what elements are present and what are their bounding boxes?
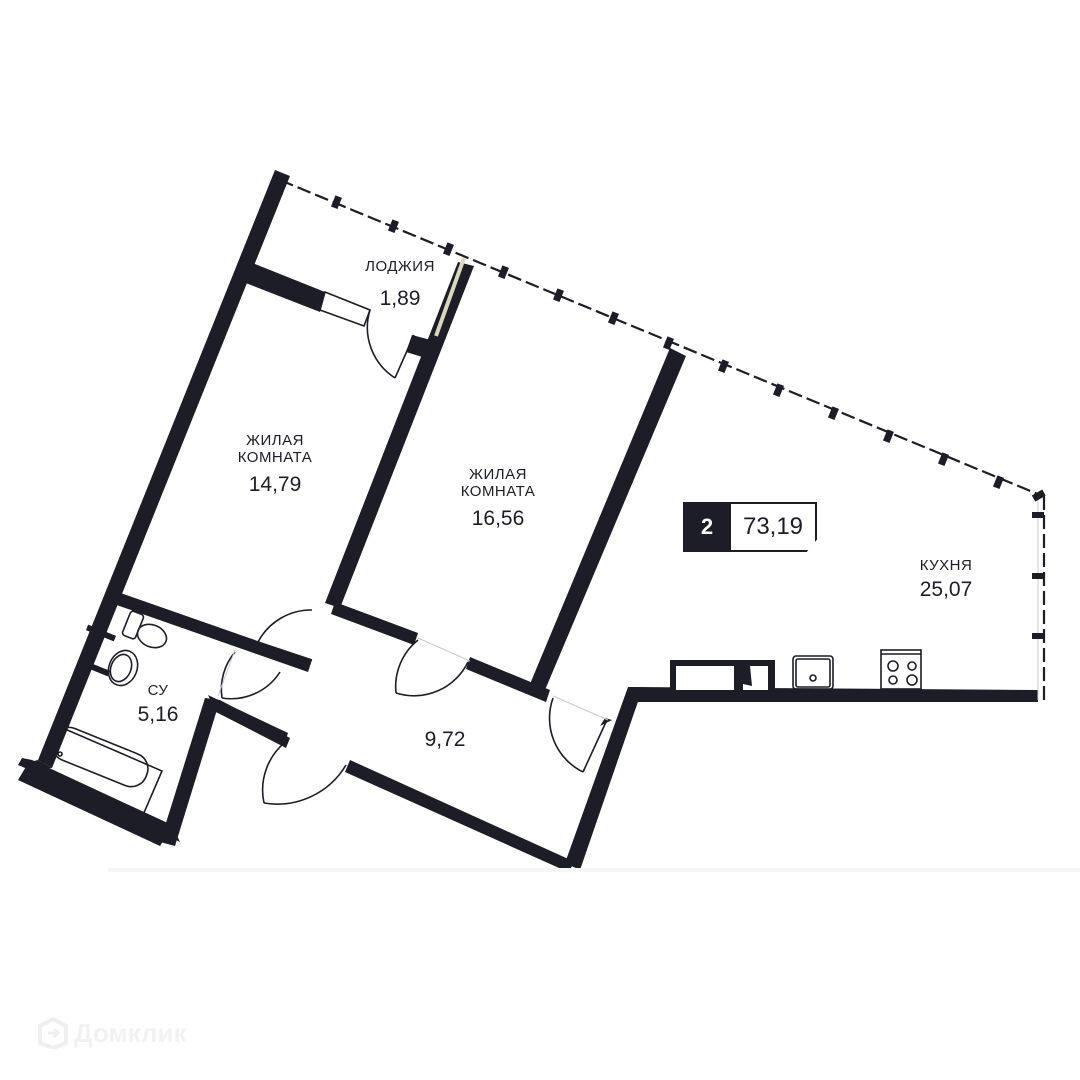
hall-right-wall [565, 687, 642, 870]
floor-baseline [108, 868, 1080, 872]
bathroom-door [217, 649, 281, 700]
room-name-line2: КОМНАТА [237, 449, 313, 467]
stove-icon [880, 649, 922, 690]
room-name-line1: ЖИЛАЯ [246, 432, 304, 449]
hall-bottom-wall [345, 760, 575, 872]
room-name: ЛОДЖИЯ [365, 258, 435, 275]
toilet-icon [121, 610, 168, 649]
panoramic-glazing [279, 178, 1041, 497]
room-label-loggia: ЛОДЖИЯ 1,89 [350, 258, 450, 311]
rooms-count: 2 [683, 502, 731, 552]
bathtub-icon [38, 724, 164, 817]
loggia-door [366, 309, 415, 379]
room2-door [394, 637, 471, 697]
brand-name: Домклик [74, 1017, 187, 1048]
room-name-line1: ЖИЛАЯ [469, 466, 527, 483]
room-label-living-room-2: ЖИЛАЯ КОМНАТА 16,56 [438, 466, 558, 531]
room-area: 1,89 [379, 287, 421, 311]
room-name: СУ [147, 682, 169, 699]
bathroom-right-wall [160, 698, 220, 846]
room-name-line2: КОМНАТА [460, 483, 536, 501]
kitchen-door [548, 695, 609, 773]
room-label-bathroom: СУ 5,16 [128, 682, 188, 727]
room-area: 25,07 [919, 578, 973, 602]
room-name: КУХНЯ [919, 557, 973, 574]
room-label-living-room-1: ЖИЛАЯ КОМНАТА 14,79 [215, 432, 335, 497]
domclick-watermark: Домклик [38, 1017, 186, 1049]
entrance-door [261, 739, 347, 805]
loggia-divider-wall [243, 262, 325, 312]
room1-door [257, 609, 313, 661]
room-area: 5,16 [137, 703, 179, 727]
room-area: 14,79 [248, 472, 302, 496]
room-label-hallway: 9,72 [405, 728, 485, 752]
wall-room1-room2 [325, 262, 474, 608]
apartment-summary-badge: 2 73,19 [683, 502, 817, 552]
room-area: 9,72 [424, 728, 466, 751]
kitchen-sink-icon [792, 655, 834, 690]
kitchen-bottom-wall [628, 687, 1038, 702]
wall-room2-kitchen [530, 348, 686, 690]
bathroom-top-wall [108, 590, 312, 672]
wall-room2-hall [331, 602, 418, 645]
glazing-mullions [330, 195, 1004, 490]
bathroom-shaft [79, 599, 117, 677]
kitchen-cabinets [670, 660, 775, 690]
room-label-kitchen: КУХНЯ 25,07 [896, 557, 996, 602]
house-arrow-icon [38, 1017, 68, 1049]
bathroom-bottom-wall [18, 760, 172, 846]
washbasin-icon [107, 649, 139, 687]
room-area: 16,56 [471, 506, 525, 530]
total-area: 73,19 [731, 502, 817, 552]
